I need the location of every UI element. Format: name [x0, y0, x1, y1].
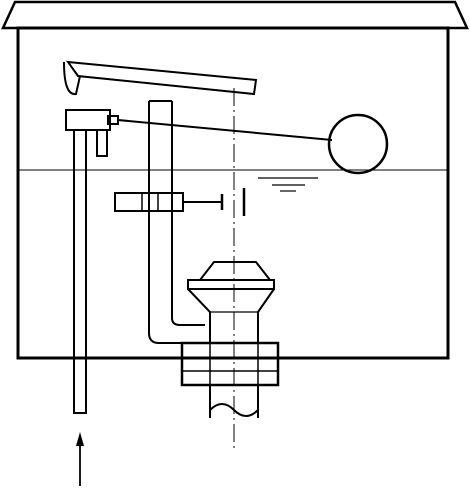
adjusting-screw — [114, 188, 246, 216]
inflow-arrow — [76, 432, 84, 486]
overflow-tube-outer — [148, 101, 205, 344]
float-ball — [327, 113, 389, 175]
valve-rim — [187, 279, 275, 290]
lever-bar — [65, 60, 258, 96]
inflow-arrow-head — [76, 432, 84, 446]
valve-funnel-right — [257, 288, 275, 343]
inlet-valve — [65, 109, 119, 157]
flush-valve — [187, 261, 275, 343]
lever-pivot — [63, 61, 81, 96]
flange-upper — [180, 341, 280, 360]
lid-outline — [1, 0, 469, 30]
inlet-valve-nozzle — [96, 129, 108, 157]
flush-pipe — [180, 341, 280, 418]
inlet-valve-body — [65, 109, 111, 131]
valve-dome — [197, 261, 273, 281]
overflow-tube — [148, 100, 205, 344]
tank-lid — [1, 0, 469, 30]
flush-lever — [63, 60, 258, 96]
water-surface-symbol — [258, 177, 318, 192]
overflow-tube-inner — [171, 101, 205, 326]
flush-pipe-break — [209, 403, 259, 417]
float-arm — [117, 119, 333, 141]
valve-funnel-left — [187, 288, 211, 343]
inlet-pipe-body — [73, 129, 87, 414]
water-inlet-pipe — [73, 129, 87, 414]
